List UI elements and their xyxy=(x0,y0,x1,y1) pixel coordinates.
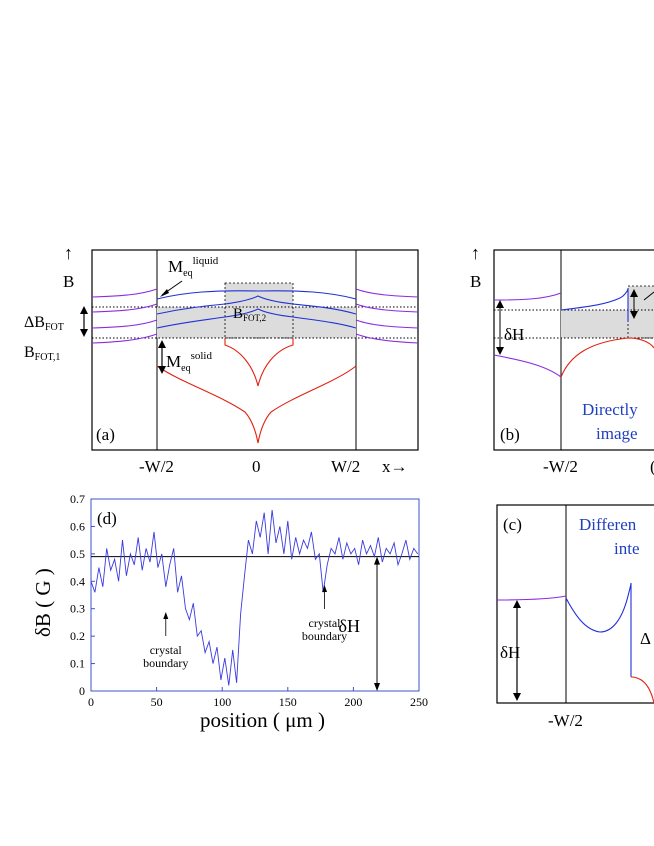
panel-b-box-arrowhead-top xyxy=(630,289,638,297)
panel-c: (c) Differen inte δH Δ -W/2 xyxy=(496,504,654,730)
panel-b-deltah-arrowhead-top xyxy=(496,300,504,308)
y-tick-label: 0.3 xyxy=(70,602,85,616)
panel-b-deltah-label: δH xyxy=(504,325,524,344)
panel-a-solid-arrowhead-bottom xyxy=(158,366,166,374)
y-tick-label: 0.4 xyxy=(70,574,85,588)
panel-a-violet-curve-4 xyxy=(91,333,419,344)
panel-b-red-curve xyxy=(560,337,654,378)
panel-d-plot-frame xyxy=(90,498,420,692)
crystal-boundary-label: boundary xyxy=(143,656,188,670)
panel-b-violet-bottom xyxy=(493,354,562,378)
panel-c-note-line-1: Differen xyxy=(579,515,637,534)
x-tick-label: 250 xyxy=(410,695,428,709)
panel-b-blue-curve xyxy=(560,288,629,322)
x-tick-label: 0 xyxy=(88,695,94,709)
panel-a-deltab-arrowhead-top xyxy=(80,306,88,314)
panel-a-violet-curve-1 xyxy=(91,288,419,298)
panel-c-tag: (c) xyxy=(503,515,522,534)
panel-b-y-axis-label: B xyxy=(470,272,481,291)
panel-c-note-line-2: inte xyxy=(614,539,640,558)
panel-a-blue-curve-1 xyxy=(156,290,357,300)
panel-a-violet-curve-2 xyxy=(91,303,419,313)
panel-a-y-axis-label: B xyxy=(63,272,74,291)
panel-b-x-tick-center: ( xyxy=(650,457,654,476)
panel-c-deltah-arrowhead-top xyxy=(513,600,521,608)
panel-a-x-tick-center: 0 xyxy=(252,457,261,476)
panel-d-x-axis-label: position ( μm ) xyxy=(200,708,325,732)
panel-c-blue-curve xyxy=(565,582,632,677)
panel-b-frame xyxy=(493,249,654,451)
panel-a: ↑ B ΔBFOT BFOT,1 BFOT,2 Meqliquid Meqsol… xyxy=(24,243,419,476)
panel-b: ↑ B δH Directly image (b) -W/2 ( xyxy=(470,243,654,476)
panel-a-frame xyxy=(91,249,419,451)
panel-d-x-ticks: 0 50 100 150 200 250 xyxy=(88,687,428,709)
panel-b-deltah-arrowhead-bottom xyxy=(496,347,504,355)
panel-a-blue-curve-3 xyxy=(156,308,357,329)
panel-d-y-ticks: 0 0.1 0.2 0.3 0.4 0.5 0.6 0.7 xyxy=(70,492,95,698)
y-tick-label: 0.5 xyxy=(70,547,85,561)
panel-a-red-curve-inner xyxy=(224,338,294,387)
panel-a-x-tick-left: -W/2 xyxy=(139,457,174,476)
panel-a-solid-arrowhead-top xyxy=(158,340,166,348)
crystal-boundary-label: crystal xyxy=(150,643,183,657)
panel-a-meq-liquid-label: Meqliquid xyxy=(168,255,219,279)
panel-d-series-line xyxy=(90,509,419,686)
y-tick-label: 0.2 xyxy=(70,629,85,643)
crystal-boundary-label: crystal xyxy=(309,616,342,630)
crystal-boundary-label: boundary xyxy=(302,629,347,643)
y-tick-label: 0.7 xyxy=(70,492,85,506)
y-tick-label: 0.1 xyxy=(70,657,85,671)
panel-c-deltah-label: δH xyxy=(500,643,520,662)
panel-a-up-arrow: ↑ xyxy=(64,243,73,263)
panel-c-x-tick-left: -W/2 xyxy=(548,711,583,730)
deltah-arrowhead xyxy=(374,683,381,691)
panel-a-x-axis-label: x→ xyxy=(382,457,408,476)
crystal-boundary-arrowhead xyxy=(322,585,328,592)
panel-a-red-curve-outer xyxy=(156,365,357,444)
panel-b-note-line-2: image xyxy=(596,424,638,443)
panel-c-red-curve xyxy=(630,676,654,704)
y-tick-label: 0.6 xyxy=(70,519,85,533)
panel-b-note-line-1: Directly xyxy=(582,400,638,419)
panel-a-deltab-arrowhead-bottom xyxy=(80,329,88,337)
panel-c-deltah-arrowhead-bottom xyxy=(513,693,521,701)
panel-a-meq-solid-label: Meqsolid xyxy=(166,350,212,374)
y-tick-label: 0 xyxy=(79,684,85,698)
panel-a-violet-curve-3 xyxy=(91,319,419,329)
panel-a-bfot1-label: BFOT,1 xyxy=(24,344,60,363)
panel-c-violet-curve xyxy=(496,595,567,601)
panel-b-box-arrowhead-bottom xyxy=(630,311,638,319)
x-tick-label: 50 xyxy=(151,695,163,709)
x-tick-label: 200 xyxy=(344,695,362,709)
panel-c-delta-partial: Δ xyxy=(640,629,651,648)
panel-d-y-axis-label: δB ( G ) xyxy=(31,568,55,637)
panel-a-tag: (a) xyxy=(96,425,115,444)
deltah-arrowhead xyxy=(374,556,381,565)
panel-a-center-box xyxy=(224,282,294,339)
panel-d-tag: (d) xyxy=(97,509,117,528)
x-tick-label: 150 xyxy=(279,695,297,709)
panel-d-chart: 0 0.1 0.2 0.3 0.4 0.5 0.6 0.7 0 50 100 150 200 250 c… xyxy=(31,492,428,732)
deltah-label: δH xyxy=(339,616,360,636)
panel-b-violet-top xyxy=(493,292,562,301)
panel-a-liquid-arrowhead xyxy=(160,289,169,297)
crystal-boundary-arrowhead xyxy=(163,612,169,619)
panel-c-frame xyxy=(496,504,654,704)
panel-b-diagonal-stroke xyxy=(643,291,654,301)
panel-b-x-tick-left: -W/2 xyxy=(543,457,578,476)
panel-a-blue-curve-2 xyxy=(156,295,357,315)
x-tick-label: 100 xyxy=(213,695,231,709)
panel-a-x-tick-right: W/2 xyxy=(331,457,360,476)
panel-b-up-arrow: ↑ xyxy=(471,243,480,263)
panel-a-deltab-label: ΔBFOT xyxy=(24,314,64,333)
panel-a-bfot2-label: BFOT,2 xyxy=(233,306,266,323)
panel-b-tag: (b) xyxy=(500,425,520,444)
